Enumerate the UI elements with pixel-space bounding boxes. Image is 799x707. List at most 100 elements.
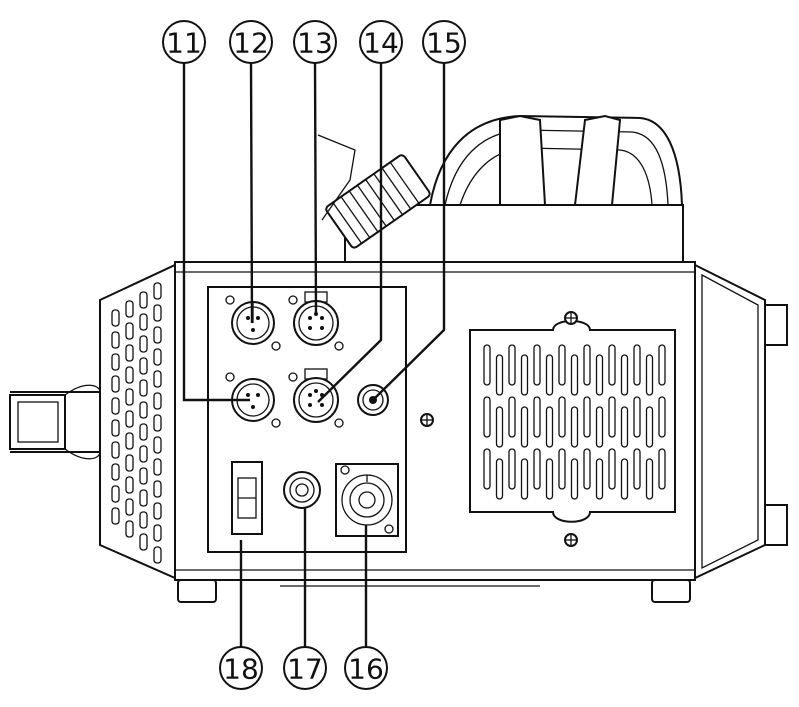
power-switch-icon[interactable] (231, 461, 263, 535)
vent-slot (520, 406, 529, 448)
vent-slot (583, 448, 591, 490)
vent-slot (125, 388, 134, 406)
right-side-panel (694, 263, 788, 580)
vent-slot (139, 445, 148, 463)
vent-slot (620, 406, 629, 448)
vent-slot (570, 406, 579, 448)
vent-slot (153, 348, 162, 366)
vent-slot (533, 344, 541, 386)
vent-slot (658, 344, 666, 386)
xlr-5pin-socket-icon[interactable] (288, 291, 344, 351)
vent-slot (558, 396, 566, 438)
vent-slot (633, 396, 641, 438)
vent-slot (520, 458, 529, 500)
callout-12: 12 (229, 20, 273, 64)
callout-18: 18 (219, 646, 263, 690)
callout-label: 14 (363, 27, 399, 60)
vent-slot (125, 432, 134, 450)
vent-slot (620, 458, 629, 500)
vent-slot (570, 458, 579, 500)
vent-slot (483, 344, 491, 386)
screw-icon (564, 533, 578, 547)
vent-slot (495, 406, 504, 448)
vent-slot (570, 354, 579, 396)
vent-slot (111, 331, 120, 349)
callout-label: 12 (233, 27, 269, 60)
leader-12 (249, 60, 254, 324)
vent-slot (139, 423, 148, 441)
vent-slot (139, 511, 148, 529)
vent-slot (645, 458, 654, 500)
vent-slot (508, 344, 516, 386)
leader-15 (372, 61, 446, 401)
vent-slot (139, 313, 148, 331)
callout-label: 17 (287, 653, 323, 686)
vent-slot (139, 335, 148, 353)
vent-slot (111, 441, 120, 459)
callout-label: 11 (166, 27, 202, 60)
vent-slot (111, 485, 120, 503)
callout-label: 18 (223, 653, 259, 686)
vent-slot (139, 533, 148, 551)
vent-slot (139, 379, 148, 397)
callout-16: 16 (344, 646, 388, 690)
leader-lines (182, 60, 446, 648)
leader-11 (182, 60, 250, 402)
vent-slot (620, 354, 629, 396)
vent-slot (125, 344, 134, 362)
callout-17: 17 (283, 646, 327, 690)
vent-slot (139, 467, 148, 485)
vent-slot (545, 458, 554, 500)
callout-label: 15 (426, 27, 462, 60)
vent-slot (125, 410, 134, 428)
vent-slot (153, 392, 162, 410)
vent-slot (595, 354, 604, 396)
left-vent-panel (99, 263, 176, 580)
vent-slot (153, 502, 162, 520)
vent-slot (139, 357, 148, 375)
vent-slot (495, 354, 504, 396)
vent-slot (111, 309, 120, 327)
powercon-inlet-icon[interactable] (335, 463, 399, 537)
callout-11: 11 (162, 20, 206, 64)
callout-14: 14 (359, 20, 403, 64)
xlr-5pin-socket-icon[interactable] (288, 368, 344, 428)
vent-slot (595, 406, 604, 448)
callout-15: 15 (422, 20, 466, 64)
callout-label: 13 (297, 27, 333, 60)
vent-slot (520, 354, 529, 396)
vent-slot (533, 448, 541, 490)
vent-slot (111, 507, 120, 525)
right-vent-grille (469, 311, 676, 547)
vent-slot (125, 476, 134, 494)
fuse-holder-icon[interactable] (283, 471, 321, 509)
vent-slot (608, 448, 616, 490)
vent-slot (139, 291, 148, 309)
vent-slot (125, 498, 134, 516)
vent-slot (583, 396, 591, 438)
vent-slot (153, 458, 162, 476)
vent-slot (645, 354, 654, 396)
vent-slot (583, 344, 591, 386)
leader-14 (317, 61, 383, 403)
vent-slot (153, 524, 162, 542)
vent-slot (645, 406, 654, 448)
vent-slot (153, 326, 162, 344)
vent-slot (111, 397, 120, 415)
vent-slot (125, 300, 134, 318)
vent-slot (558, 344, 566, 386)
vent-slot (125, 366, 134, 384)
vent-slot (595, 458, 604, 500)
vent-slot (633, 344, 641, 386)
vent-slot (545, 354, 554, 396)
vent-slot (633, 448, 641, 490)
vent-slot (508, 396, 516, 438)
vent-slot (139, 489, 148, 507)
vent-slot (483, 448, 491, 490)
vent-slot (153, 546, 162, 564)
vent-slot (153, 414, 162, 432)
vent-slot (153, 480, 162, 498)
vent-slot (111, 353, 120, 371)
vent-slot (153, 436, 162, 454)
